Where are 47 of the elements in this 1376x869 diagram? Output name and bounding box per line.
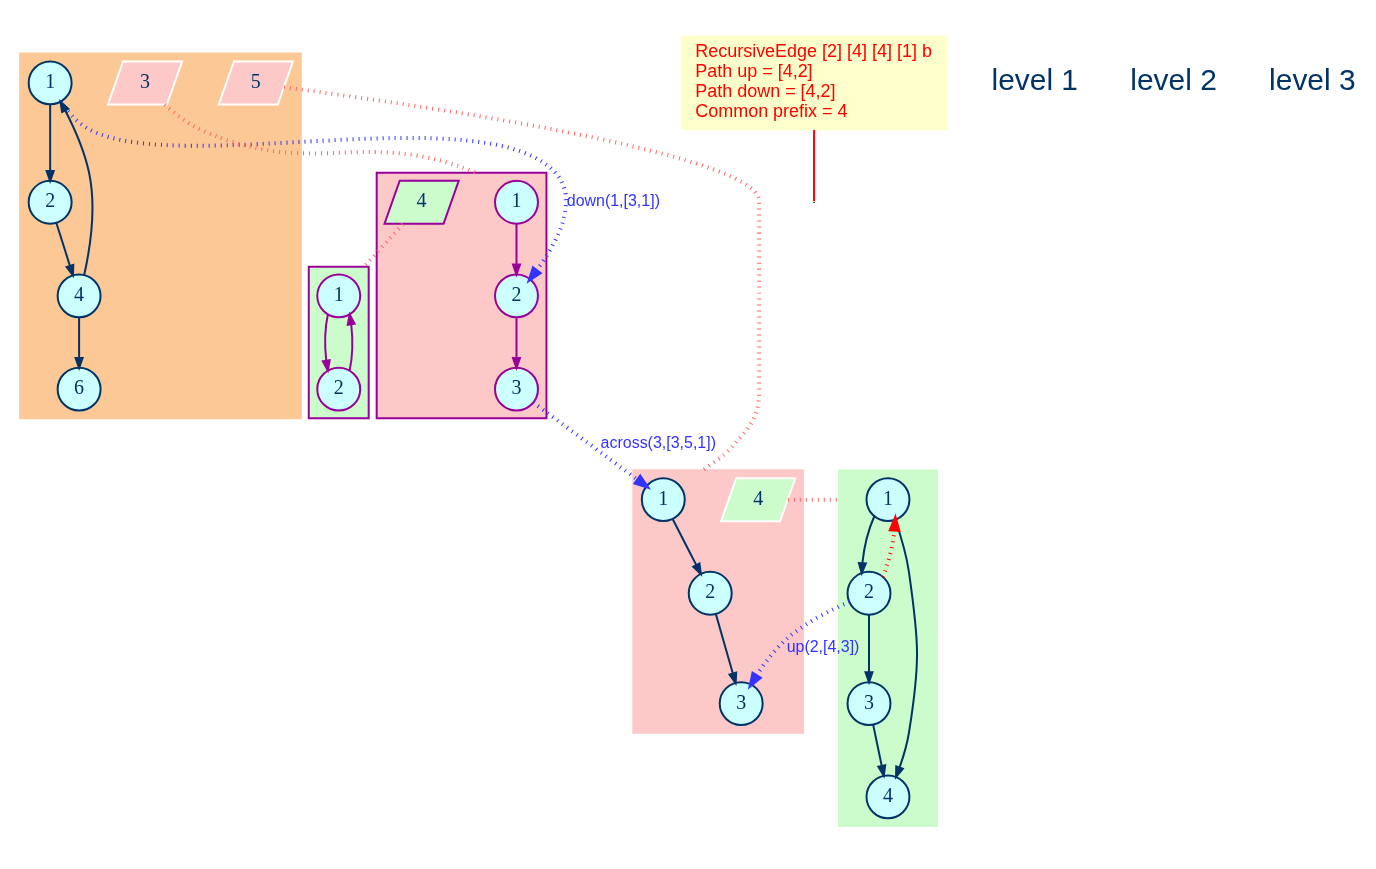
- cluster: [307, 265, 370, 419]
- node-circle: 2: [687, 570, 733, 616]
- arrow: [872, 722, 887, 779]
- arrow: [714, 612, 738, 686]
- arrow: [511, 315, 522, 371]
- arrow: [321, 312, 331, 374]
- node-circle: 3: [718, 680, 764, 726]
- arrow: [864, 613, 874, 685]
- connector: [813, 128, 816, 202]
- node-circle: 2: [27, 179, 73, 225]
- arrow: [59, 98, 94, 276]
- node-circle: 2: [316, 366, 362, 412]
- edge-label: up(2,[4,3]): [786, 637, 860, 655]
- cluster: [19, 51, 302, 419]
- arrow: [511, 222, 522, 278]
- connector: [362, 222, 405, 268]
- node-circle: 4: [865, 773, 911, 819]
- connector: [163, 102, 478, 175]
- node-circle: 2: [494, 272, 539, 318]
- node-circle: 4: [56, 272, 102, 318]
- edge-label: down(1,[3,1]): [566, 191, 660, 209]
- node-circle: 1: [316, 272, 362, 318]
- node-box: RecursiveEdge [2] [4] [4] [1] b Path up = [4,2] Path down = [4,2] Common prefix = 4: [680, 35, 948, 130]
- arrow: [55, 221, 75, 278]
- arrow: [45, 102, 56, 184]
- node-circle: 1: [27, 60, 73, 105]
- arrow: [747, 599, 851, 690]
- arrow: [880, 513, 901, 577]
- arrow: [74, 315, 84, 371]
- node-circle: 3: [846, 680, 892, 726]
- edge-label: across(3,[3,5,1]): [600, 433, 716, 451]
- node-circle: 3: [494, 366, 539, 412]
- arrow: [532, 400, 652, 490]
- node-circle: 1: [494, 179, 539, 225]
- arrow: [857, 514, 876, 576]
- label: level 2: [1130, 62, 1217, 96]
- cluster: [375, 171, 548, 419]
- arrow: [59, 100, 568, 284]
- node-circle: 1: [640, 476, 686, 522]
- label: level 1: [991, 62, 1079, 96]
- label: level 3: [1269, 62, 1356, 96]
- node-circle: 6: [56, 366, 102, 412]
- connector: [787, 497, 840, 502]
- node-circle: 2: [846, 570, 892, 616]
- arrow: [346, 310, 357, 372]
- arrow: [671, 517, 703, 577]
- node-circle: 1: [865, 476, 911, 522]
